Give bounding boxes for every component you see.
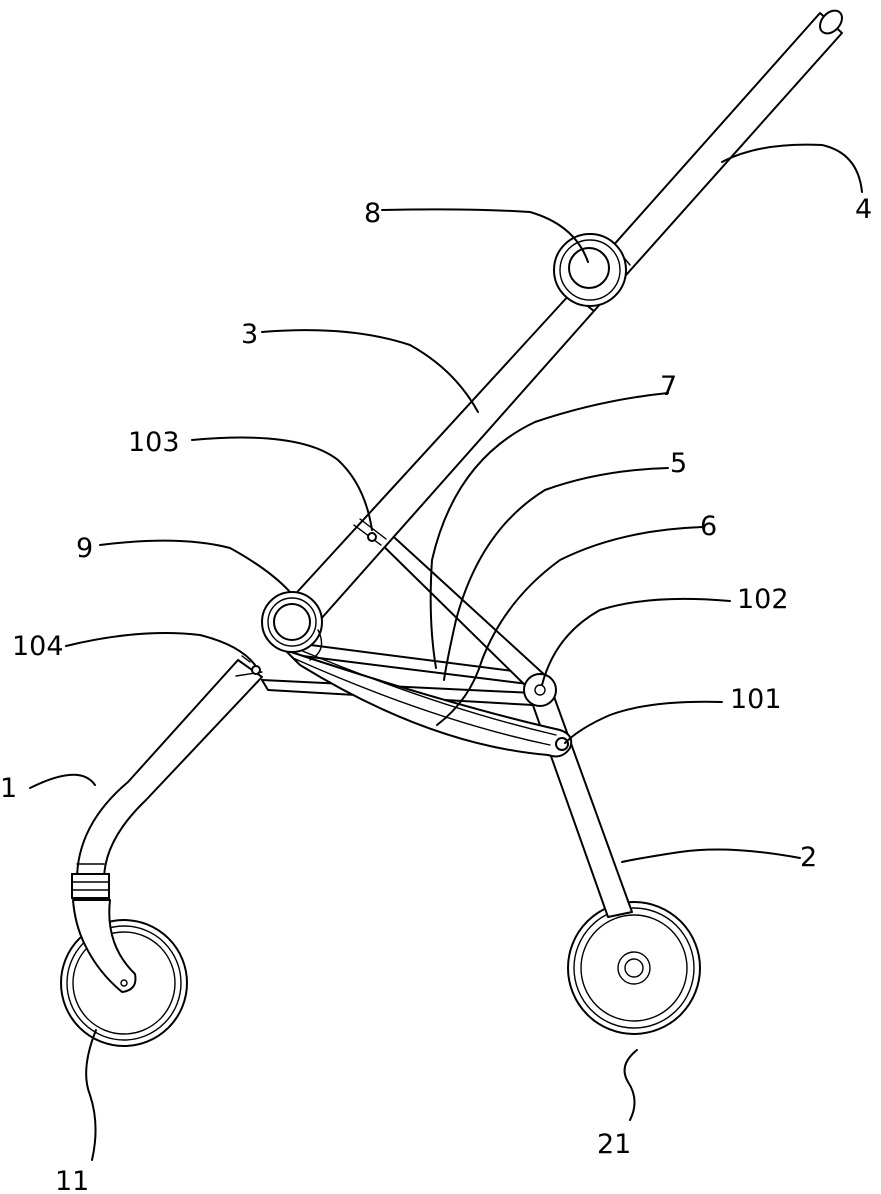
- pivot-104: [251, 665, 261, 675]
- leader-lines: [29, 143, 863, 1161]
- label-21: 21: [597, 1129, 631, 1160]
- curved-link-6: [284, 649, 573, 758]
- label-11: 11: [55, 1166, 89, 1194]
- label-102: 102: [737, 584, 789, 615]
- rear-wheel-21: [567, 901, 701, 1035]
- front-leg-1: [71, 655, 263, 993]
- label-4: 4: [855, 194, 872, 225]
- joint-8: [553, 233, 627, 307]
- label-103: 103: [128, 427, 180, 458]
- label-101: 101: [730, 684, 782, 715]
- pivot-103: [367, 532, 377, 542]
- label-8: 8: [364, 198, 381, 229]
- label-6: 6: [700, 511, 717, 542]
- label-3: 3: [241, 319, 258, 350]
- label-1: 1: [0, 773, 17, 804]
- label-5: 5: [670, 448, 687, 479]
- label-104: 104: [12, 631, 64, 662]
- label-2: 2: [800, 842, 817, 873]
- label-7: 7: [660, 371, 677, 402]
- rear-leg-2: [523, 679, 633, 918]
- joint-9: [261, 591, 323, 661]
- pivot-102: [523, 673, 557, 707]
- label-9: 9: [76, 533, 93, 564]
